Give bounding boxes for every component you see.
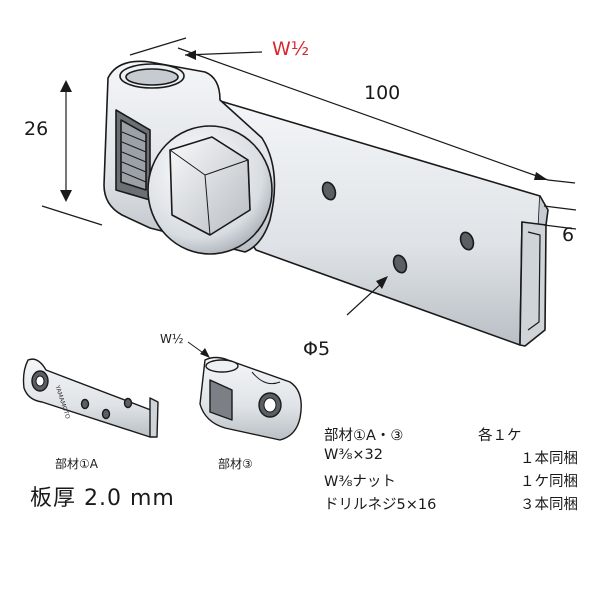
list-item: ドリルネジ5×16 ３本同梱: [324, 493, 584, 516]
bolt-size-label: W½: [272, 38, 310, 60]
clasp-part: [103, 60, 276, 255]
item-qty: １本同梱: [520, 451, 578, 467]
item-qty: １ケ同梱: [520, 474, 578, 490]
hole-diameter-label: Φ5: [303, 338, 331, 360]
part-1a-caption: 部材①A: [55, 457, 98, 471]
part-1a-drawing: YAMAMOTO: [22, 358, 159, 438]
screw-hole: [321, 181, 337, 201]
item-qty: ３本同梱: [520, 497, 578, 513]
screw-hole: [459, 231, 475, 251]
small-bolt-label: W½: [160, 332, 184, 346]
dimension-lines: [41, 37, 577, 316]
item-name: ドリルネジ5×16: [324, 497, 437, 513]
part-3-drawing: [199, 356, 302, 441]
screw-hole: [392, 254, 408, 274]
part-3-caption: 部材③: [218, 457, 253, 471]
item-name: 部材①A・③: [324, 428, 404, 444]
height-dimension: 26: [24, 118, 49, 140]
item-name: W⅜×32: [324, 447, 383, 463]
main-plate: [199, 94, 549, 347]
item-qty: 各１ケ: [478, 428, 522, 444]
contents-list: 部材①A・③ 各１ケ W⅜×32 １本同梱 W⅜ナット １ケ同梱 ドリルネジ5×…: [324, 424, 584, 516]
small-bolt-leader: [187, 341, 210, 358]
item-name: W⅜ナット: [324, 474, 396, 490]
list-item: W⅜×32 １本同梱: [324, 447, 584, 470]
plate-thickness: 板厚 2.0 mm: [30, 486, 175, 511]
length-dimension: 100: [364, 82, 401, 104]
depth-dimension: 6: [562, 224, 575, 246]
list-item: W⅜ナット １ケ同梱: [324, 470, 584, 493]
list-item: 部材①A・③ 各１ケ: [324, 424, 584, 447]
